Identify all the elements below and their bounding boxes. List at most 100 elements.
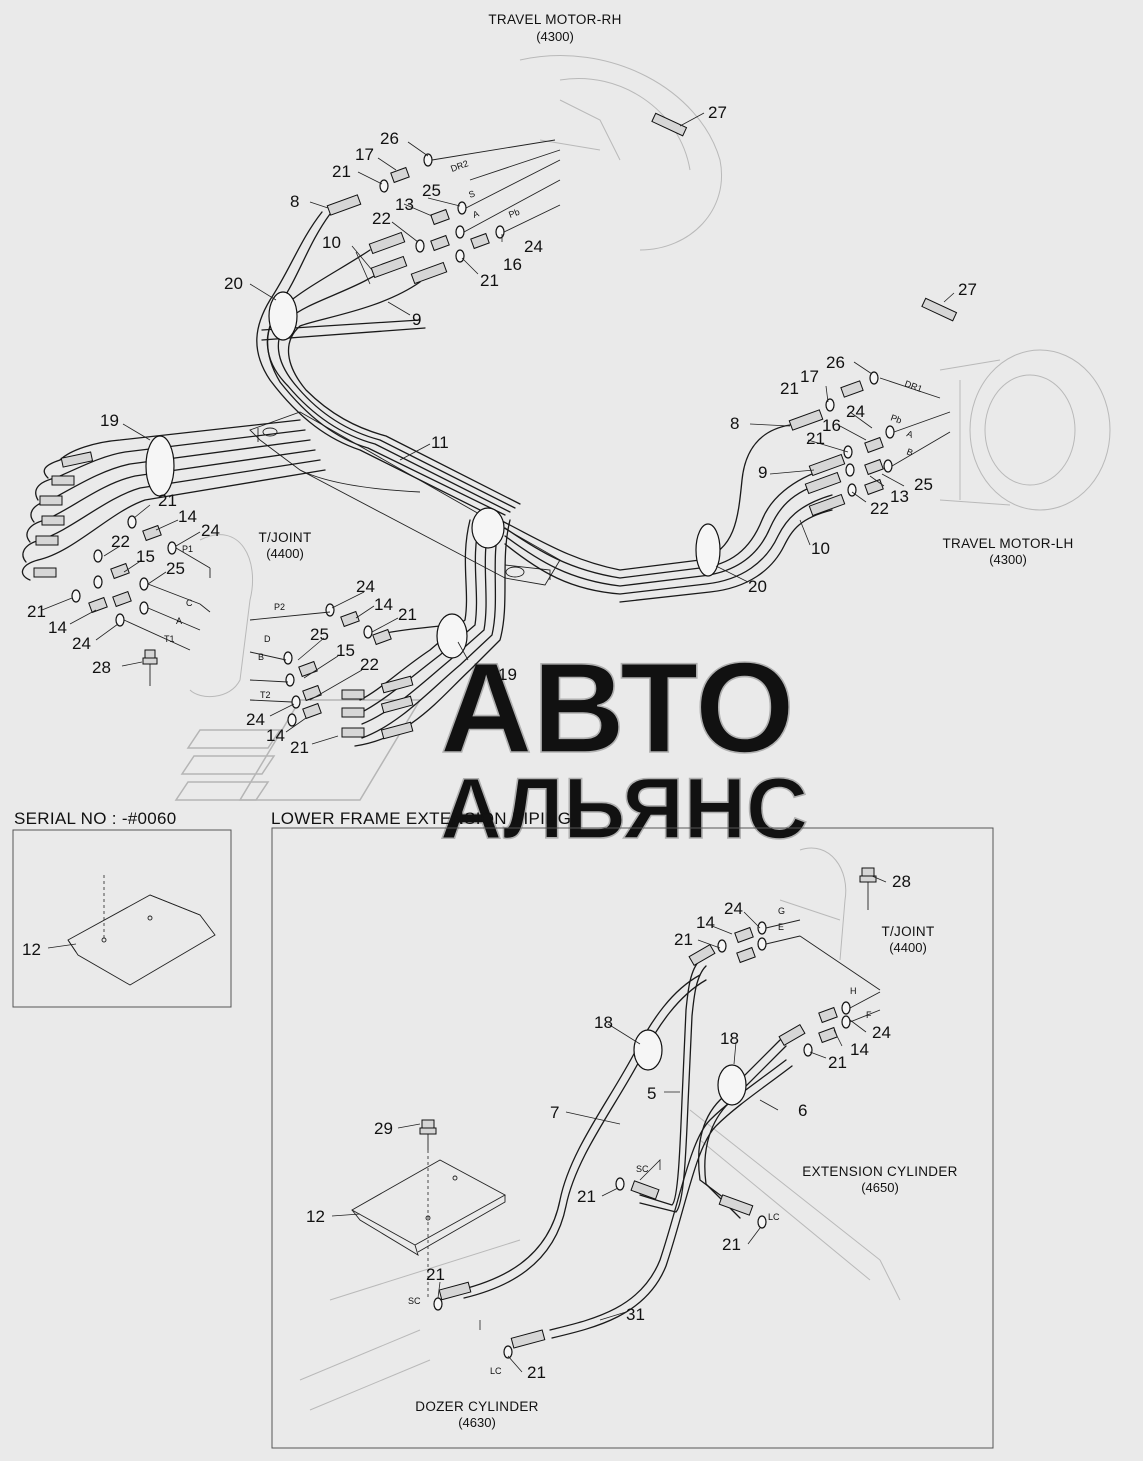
- callout-24: 24: [524, 237, 543, 256]
- callout-14: 14: [374, 595, 393, 614]
- hose-bundle-rh: [256, 211, 521, 521]
- port-a-tj: A: [176, 616, 182, 626]
- port-p2: P2: [274, 602, 285, 612]
- callout-20: 20: [748, 577, 767, 596]
- component-labels: TRAVEL MOTOR-RH (4300) TRAVEL MOTOR-LH (…: [14, 12, 1073, 1430]
- callout-11: 11: [431, 433, 449, 452]
- callout-27: 27: [958, 280, 977, 299]
- label-travel-motor-rh-code: (4300): [536, 29, 574, 44]
- port-t2: T2: [260, 690, 271, 700]
- port-d: D: [264, 634, 271, 644]
- port-dr2: DR2: [449, 158, 469, 174]
- label-extension-cylinder: EXTENSION CYLINDER: [802, 1164, 957, 1179]
- callout-19: 19: [100, 411, 119, 430]
- travel-motor-lh-outline: [939, 349, 1111, 511]
- cover-plate-12: [351, 1159, 506, 1256]
- fittings-rh: [326, 112, 688, 285]
- watermark-line1: АВТО: [440, 637, 795, 780]
- callout-26: 26: [826, 353, 845, 372]
- port-b-tj: B: [258, 652, 264, 662]
- callout-24: 24: [724, 899, 743, 918]
- port-lc-1: LC: [768, 1212, 780, 1222]
- hose-bundle-lh: [499, 424, 833, 603]
- frame-bracket: [249, 411, 561, 586]
- port-e: E: [778, 922, 784, 932]
- port-s-rh: S: [467, 188, 476, 199]
- hose-extension: [433, 919, 881, 1359]
- label-travel-motor-lh-code: (4300): [989, 552, 1027, 567]
- callout-28: 28: [892, 872, 911, 891]
- callout-22: 22: [870, 499, 889, 518]
- watermark-line2: АЛЬЯНС: [440, 761, 808, 857]
- callout-29: 29: [374, 1119, 393, 1138]
- callout-25: 25: [422, 181, 441, 200]
- callout-13: 13: [395, 195, 414, 214]
- label-travel-motor-rh: TRAVEL MOTOR-RH: [488, 12, 621, 27]
- port-sc-2: SC: [408, 1296, 421, 1306]
- callout-21: 21: [806, 429, 825, 448]
- callout-22: 22: [111, 532, 130, 551]
- port-p1: P1: [182, 544, 193, 554]
- travel-motor-rh-outline: [519, 55, 722, 251]
- callout-13: 13: [890, 487, 909, 506]
- callout-7: 7: [550, 1103, 559, 1122]
- port-pb-lh: Pb: [889, 412, 903, 425]
- callout-14: 14: [850, 1040, 869, 1059]
- callout-9: 9: [412, 310, 421, 329]
- callout-21: 21: [332, 162, 351, 181]
- part-callouts: 27 26 17 21 8 25 13 22 10 16 24 21 20 9 …: [22, 103, 977, 1382]
- t-joint-outline: [189, 534, 847, 961]
- callout-14: 14: [178, 507, 197, 526]
- callout-16: 16: [822, 416, 841, 435]
- callout-16: 16: [503, 255, 522, 274]
- callout-8: 8: [730, 414, 739, 433]
- callout-22: 22: [360, 655, 379, 674]
- callout-24: 24: [72, 634, 91, 653]
- port-a-lh: A: [905, 428, 914, 439]
- port-pb-rh: Pb: [507, 207, 521, 220]
- bolt-28-lower: [859, 867, 877, 910]
- label-t-joint-2: T/JOINT: [881, 924, 934, 939]
- callout-8: 8: [290, 192, 299, 211]
- callout-14: 14: [696, 913, 715, 932]
- callout-20: 20: [224, 274, 243, 293]
- callout-10: 10: [322, 233, 341, 252]
- callout-24: 24: [846, 402, 865, 421]
- fittings-lh: [788, 297, 958, 517]
- bolt-28: [142, 649, 158, 686]
- callout-24: 24: [246, 710, 265, 729]
- callout-9: 9: [758, 463, 767, 482]
- label-dozer-cylinder: DOZER CYLINDER: [415, 1399, 538, 1414]
- port-b-lh: B: [905, 446, 914, 457]
- callout-21: 21: [674, 930, 693, 949]
- callout-17: 17: [800, 367, 819, 386]
- port-sc-1: SC: [636, 1164, 649, 1174]
- lower-frame-box: [271, 827, 994, 1449]
- callout-15: 15: [336, 641, 355, 660]
- callout-25: 25: [914, 475, 933, 494]
- port-dr1: DR1: [903, 378, 923, 394]
- label-lower-frame: LOWER FRAME EXTENSION PIPING: [271, 809, 571, 828]
- port-labels: DR2 S A Pb DR1 Pb A B P1 C A T1 P2 D B T…: [164, 158, 924, 1376]
- callout-22: 22: [372, 209, 391, 228]
- label-t-joint: T/JOINT: [258, 530, 311, 545]
- label-serial-no: SERIAL NO : -#0060: [14, 809, 177, 828]
- callout-5: 5: [647, 1084, 656, 1103]
- callout-15: 15: [136, 547, 155, 566]
- callout-19: 19: [498, 665, 517, 684]
- callout-28: 28: [92, 658, 111, 677]
- callout-6: 6: [798, 1101, 807, 1120]
- callout-21: 21: [480, 271, 499, 290]
- port-g: G: [778, 906, 785, 916]
- callout-14: 14: [266, 726, 285, 745]
- label-t-joint-2-code: (4400): [889, 940, 927, 955]
- callout-31: 31: [626, 1305, 645, 1324]
- serial-inset: [12, 829, 232, 1008]
- callout-26: 26: [380, 129, 399, 148]
- hose-clamps: [145, 291, 721, 659]
- callout-21: 21: [290, 738, 309, 757]
- port-a-rh: A: [471, 208, 480, 219]
- port-c: C: [186, 598, 193, 608]
- callout-27: 27: [708, 103, 727, 122]
- label-dozer-cylinder-code: (4630): [458, 1415, 496, 1430]
